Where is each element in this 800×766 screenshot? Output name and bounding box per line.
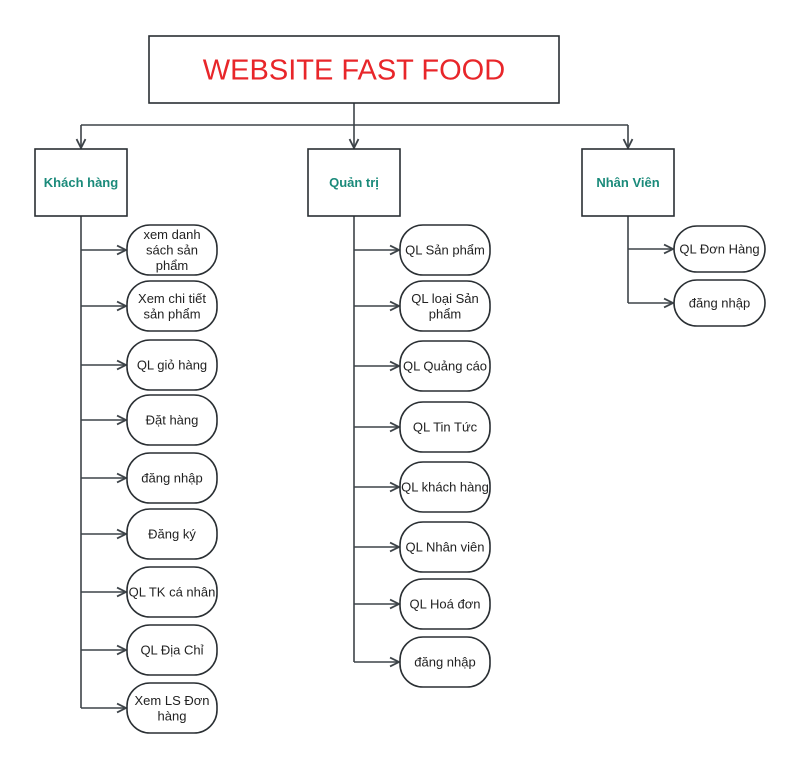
leaf-label: QL Sản phẩm xyxy=(405,243,485,258)
group-title: Quản trị xyxy=(329,175,379,190)
label-line: sản phẩm xyxy=(143,306,200,321)
leaf-box xyxy=(399,401,491,453)
leaf-node: QL giỏ hàng xyxy=(126,339,218,391)
leaf-node: đăng nhập xyxy=(126,452,218,504)
label-line: QL Quảng cáo xyxy=(403,359,487,374)
label-line: đăng nhập xyxy=(414,655,475,670)
leaf-node: QL Nhân viên xyxy=(399,521,491,573)
leaf-label: QL khách hàng xyxy=(401,480,489,495)
leaf-box xyxy=(126,394,218,446)
leaf-label: QL TK cá nhân xyxy=(129,585,216,600)
leaf-box xyxy=(126,280,218,332)
leaf-label: QL Hoá đơn xyxy=(410,597,481,612)
leaf-node: đăng nhập xyxy=(673,279,766,327)
leaf-node: QL Quảng cáo xyxy=(399,340,491,392)
leaf-node: QL Sản phẩm xyxy=(399,224,491,276)
label-line: xem danh xyxy=(143,227,200,242)
leaf-box xyxy=(673,279,766,327)
label-line: QL Địa Chỉ xyxy=(140,643,203,658)
leaf-label: Đặt hàng xyxy=(146,413,199,428)
label-line: Đăng ký xyxy=(148,527,196,542)
label-line: Xem LS Đơn xyxy=(135,693,210,708)
leaf-node: QL Địa Chỉ xyxy=(126,624,218,676)
label-line: Xem chi tiết xyxy=(138,291,206,306)
leaf-label: QL Quảng cáo xyxy=(403,359,487,374)
label-line: sách sản xyxy=(146,243,198,258)
label-line: phẩm xyxy=(429,306,462,321)
label-line: phẩm xyxy=(156,258,189,273)
leaf-box xyxy=(126,339,218,391)
leaf-label: đăng nhập xyxy=(689,296,750,311)
label-line: Đặt hàng xyxy=(146,413,199,428)
root-box xyxy=(148,35,560,104)
leaf-box xyxy=(126,682,218,734)
leaf-box xyxy=(399,578,491,630)
leaf-box xyxy=(399,461,491,513)
leaf-box xyxy=(126,566,218,618)
label-line: hàng xyxy=(158,708,187,723)
root-title: WEBSITE FAST FOOD xyxy=(203,55,505,87)
label-line: QL Nhân viên xyxy=(405,540,484,555)
label-line: QL Tin Tức xyxy=(413,420,478,435)
leaf-box xyxy=(399,224,491,276)
leaf-box xyxy=(126,508,218,560)
leaf-box xyxy=(673,225,766,273)
leaf-node: QL TK cá nhân xyxy=(126,566,218,618)
label-line: QL loại Sản xyxy=(411,291,478,306)
leaf-box xyxy=(399,280,491,332)
leaf-node: Đăng ký xyxy=(126,508,218,560)
leaf-label: QL Tin Tức xyxy=(413,420,478,435)
group-box xyxy=(307,148,401,217)
leaf-box xyxy=(126,224,218,276)
leaf-label: Đăng ký xyxy=(148,527,196,542)
leaf-box xyxy=(399,340,491,392)
label-line: QL Sản phẩm xyxy=(405,243,485,258)
leaf-box xyxy=(126,452,218,504)
leaf-label: QL Đơn Hàng xyxy=(679,242,759,257)
label-line: QL khách hàng xyxy=(401,480,489,495)
connectors xyxy=(81,103,673,708)
group-node: Nhân Viên xyxy=(581,148,675,217)
group-box xyxy=(34,148,128,217)
group-title: Nhân Viên xyxy=(596,175,659,190)
root-node: WEBSITE FAST FOOD xyxy=(148,35,560,104)
leaf-label: đăng nhập xyxy=(414,655,475,670)
label-line: đăng nhập xyxy=(689,296,750,311)
leaf-label: đăng nhập xyxy=(141,471,202,486)
leaf-box xyxy=(399,636,491,688)
label-line: QL Đơn Hàng xyxy=(679,242,759,257)
leaf-node: Đặt hàng xyxy=(126,394,218,446)
group-title: Khách hàng xyxy=(44,175,118,190)
leaf-node: QL Đơn Hàng xyxy=(673,225,766,273)
group-node: Khách hàng xyxy=(34,148,128,217)
leaf-box xyxy=(399,521,491,573)
label-line: đăng nhập xyxy=(141,471,202,486)
group-node: Quản trị xyxy=(307,148,401,217)
leaf-box xyxy=(126,624,218,676)
leaf-label: QL Địa Chỉ xyxy=(140,643,203,658)
label-line: QL TK cá nhân xyxy=(129,585,216,600)
leaf-label: QL giỏ hàng xyxy=(137,358,207,373)
leaf-node: QL khách hàng xyxy=(399,461,491,513)
label-line: QL giỏ hàng xyxy=(137,358,207,373)
leaf-node: QL Hoá đơn xyxy=(399,578,491,630)
leaf-node: đăng nhập xyxy=(399,636,491,688)
leaf-node: QL Tin Tức xyxy=(399,401,491,453)
leaf-label: QL Nhân viên xyxy=(405,540,484,555)
group-box xyxy=(581,148,675,217)
label-line: QL Hoá đơn xyxy=(410,597,481,612)
